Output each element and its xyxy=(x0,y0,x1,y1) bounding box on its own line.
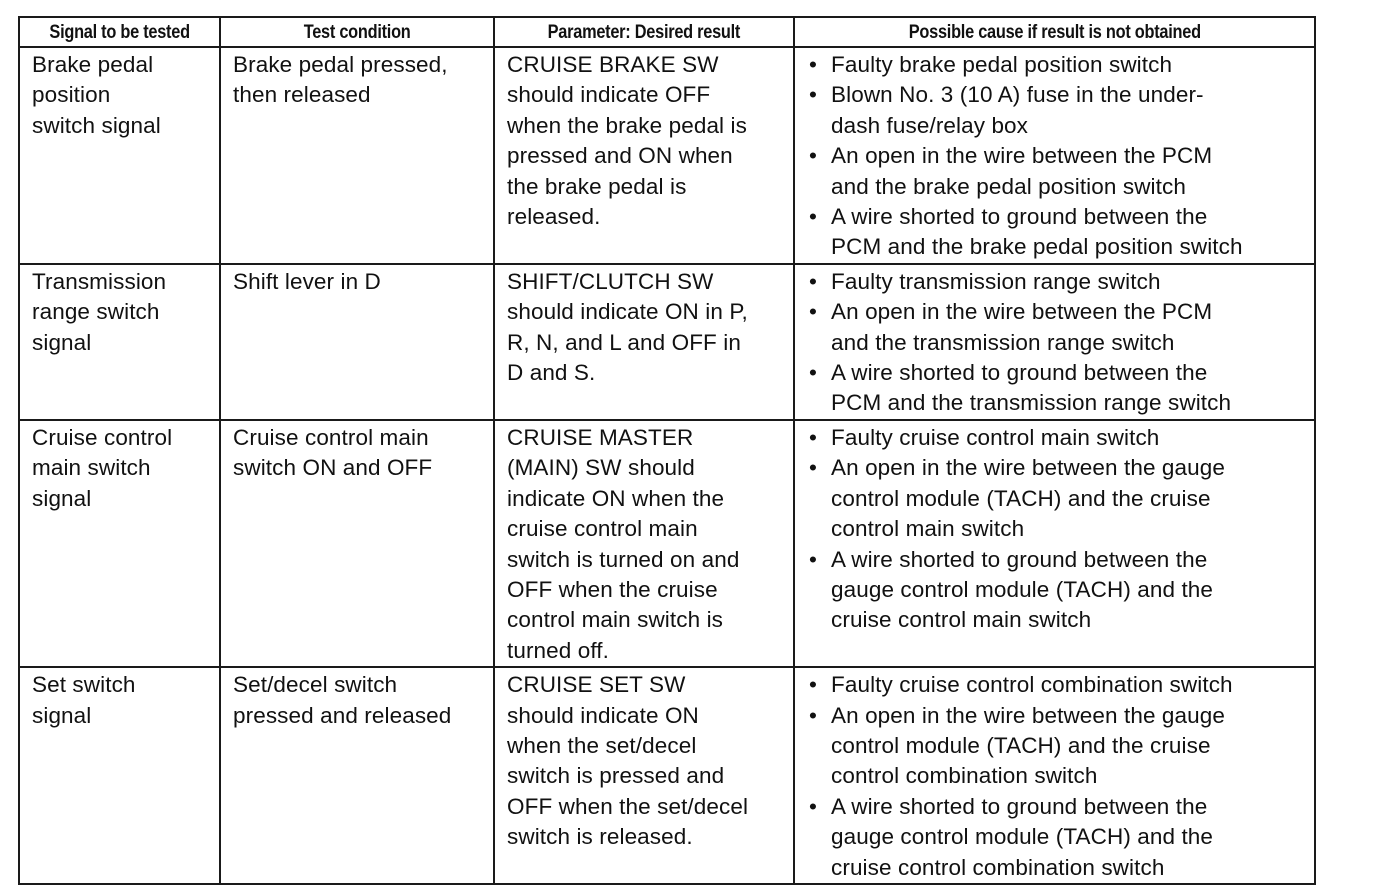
cause-item: • Blown No. 3 (10 A) fuse in the under- d… xyxy=(807,80,1306,141)
cause-text: Faulty cruise control combination switch xyxy=(831,672,1233,698)
cause-item: • An open in the wire between the gauge c… xyxy=(807,453,1306,544)
signal-cell: Set switch signal xyxy=(18,666,221,885)
table-row: Set switch signal Set/decel switch press… xyxy=(18,666,1316,885)
result-cell: CRUISE SET SW should indicate ON when th… xyxy=(493,666,795,885)
cause-list: • Faulty brake pedal position switch • Blo… xyxy=(807,50,1306,263)
cause-text: Faulty transmission range switch xyxy=(831,268,1161,294)
cause-text: Faulty brake pedal position switch xyxy=(831,52,1173,77)
header-condition: Test condition xyxy=(219,16,495,48)
table-row: Transmission range switch signal Shift l… xyxy=(18,262,1316,421)
condition-cell: Cruise control main switch ON and OFF xyxy=(219,418,495,669)
bullet-icon: • xyxy=(809,143,817,169)
cause-item: • A wire shorted to ground between the PC… xyxy=(807,358,1306,419)
table-header-row: Signal to be tested Test condition Param… xyxy=(18,16,1316,48)
cause-item: • A wire shorted to ground between the ga… xyxy=(807,545,1306,636)
cause-text: An open in the wire between the PCM and … xyxy=(831,143,1213,199)
cause-item: • Faulty cruise control main switch xyxy=(807,423,1306,453)
condition-cell: Brake pedal pressed, then released xyxy=(219,46,495,265)
result-text: SHIFT/CLUTCH SW should indicate ON in P,… xyxy=(507,268,748,386)
signal-text: Transmission range switch signal xyxy=(32,268,167,355)
bullet-icon: • xyxy=(809,360,817,386)
signal-text: Brake pedal position switch signal xyxy=(32,52,161,138)
cause-item: • Faulty transmission range switch xyxy=(807,267,1306,297)
condition-text: Brake pedal pressed, then released xyxy=(233,52,448,108)
table-row: Cruise control main switch signal Cruise… xyxy=(18,418,1316,669)
cause-text: A wire shorted to ground between the gau… xyxy=(831,546,1214,633)
signal-text: Cruise control main switch signal xyxy=(32,424,173,511)
header-result-label: Parameter: Desired result xyxy=(547,22,741,43)
condition-text: Shift lever in D xyxy=(233,268,381,294)
result-text: CRUISE SET SW should indicate ON when th… xyxy=(507,672,749,850)
header-result: Parameter: Desired result xyxy=(493,16,795,48)
bullet-icon: • xyxy=(809,455,817,481)
troubleshooting-table: Signal to be tested Test condition Param… xyxy=(18,16,1316,885)
condition-text: Cruise control main switch ON and OFF xyxy=(233,424,433,481)
bullet-icon: • xyxy=(809,52,817,77)
cause-item: • An open in the wire between the gauge c… xyxy=(807,701,1306,792)
cause-text: A wire shorted to ground between the PCM… xyxy=(831,204,1243,260)
bullet-icon: • xyxy=(809,702,817,728)
cause-item: • Faulty cruise control combination switc… xyxy=(807,670,1306,700)
header-causes: Possible cause if result is not obtained xyxy=(793,16,1316,48)
header-condition-label: Test condition xyxy=(303,22,411,43)
bullet-icon: • xyxy=(809,672,817,698)
bullet-icon: • xyxy=(809,299,817,325)
bullet-icon: • xyxy=(809,793,817,819)
header-signal-label: Signal to be tested xyxy=(49,22,190,43)
signal-cell: Transmission range switch signal xyxy=(18,262,221,421)
bullet-icon: • xyxy=(809,204,817,230)
bullet-icon: • xyxy=(809,546,817,572)
cause-text: An open in the wire between the gauge co… xyxy=(831,455,1225,542)
document-page: Signal to be tested Test condition Param… xyxy=(18,16,1316,885)
causes-cell: • Faulty brake pedal position switch • Blo… xyxy=(793,46,1316,265)
signal-cell: Brake pedal position switch signal xyxy=(18,46,221,265)
cause-text: An open in the wire between the gauge co… xyxy=(831,702,1225,789)
cause-item: • An open in the wire between the PCM and… xyxy=(807,141,1306,202)
result-cell: SHIFT/CLUTCH SW should indicate ON in P,… xyxy=(493,262,795,421)
signal-cell: Cruise control main switch signal xyxy=(18,418,221,669)
cause-item: • A wire shorted to ground between the ga… xyxy=(807,792,1306,883)
cause-text: A wire shorted to ground between the PCM… xyxy=(831,360,1232,416)
cause-item: • Faulty brake pedal position switch xyxy=(807,50,1306,80)
cause-list: • Faulty transmission range switch • An op… xyxy=(807,267,1306,419)
cause-list: • Faulty cruise control main switch • An o… xyxy=(807,423,1306,636)
cause-text: Blown No. 3 (10 A) fuse in the under- da… xyxy=(831,82,1204,138)
causes-cell: • Faulty transmission range switch • An op… xyxy=(793,262,1316,421)
bullet-icon: • xyxy=(809,82,817,108)
table-row: Brake pedal position switch signal Brake… xyxy=(18,46,1316,265)
result-cell: CRUISE BRAKE SW should indicate OFF when… xyxy=(493,46,795,265)
condition-cell: Shift lever in D xyxy=(219,262,495,421)
result-cell: CRUISE MASTER (MAIN) SW should indicate … xyxy=(493,418,795,669)
cause-text: Faulty cruise control main switch xyxy=(831,424,1160,450)
causes-cell: • Faulty cruise control main switch • An o… xyxy=(793,418,1316,669)
condition-text: Set/decel switch pressed and released xyxy=(233,672,452,728)
result-text: CRUISE BRAKE SW should indicate OFF when… xyxy=(507,52,747,230)
causes-cell: • Faulty cruise control combination switc… xyxy=(793,666,1316,885)
cause-text: An open in the wire between the PCM and … xyxy=(831,299,1213,355)
cause-list: • Faulty cruise control combination switc… xyxy=(807,670,1306,883)
signal-text: Set switch signal xyxy=(32,672,136,728)
condition-cell: Set/decel switch pressed and released xyxy=(219,666,495,885)
header-causes-label: Possible cause if result is not obtained xyxy=(908,22,1201,43)
cause-text: A wire shorted to ground between the gau… xyxy=(831,793,1214,880)
header-signal: Signal to be tested xyxy=(18,16,221,48)
cause-item: • A wire shorted to ground between the PC… xyxy=(807,202,1306,263)
bullet-icon: • xyxy=(809,268,817,294)
result-text: CRUISE MASTER (MAIN) SW should indicate … xyxy=(507,424,740,663)
cause-item: • An open in the wire between the PCM and… xyxy=(807,297,1306,358)
bullet-icon: • xyxy=(809,424,817,450)
